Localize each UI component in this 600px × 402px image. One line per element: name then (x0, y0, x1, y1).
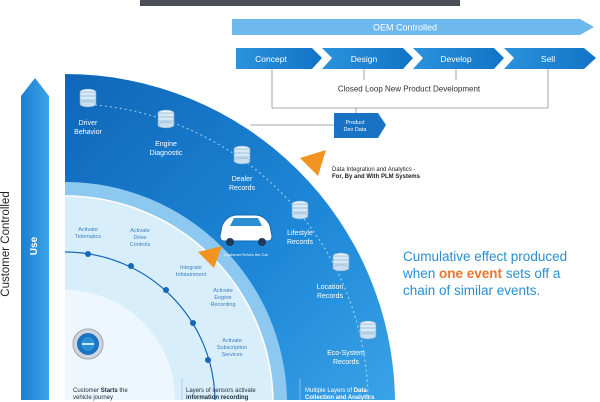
node-location-label1: Location (317, 284, 344, 291)
database-icon-lifestyle (291, 200, 309, 220)
closed-loop-label: Closed Loop New Product Development (338, 85, 481, 94)
product-box-line1: Product (346, 120, 365, 126)
data-integration-line2: For, By and With PLM Systems (332, 174, 420, 180)
data-integration-line1: Data Integration and Analytics - (332, 167, 416, 173)
bottom-note-mid-line1: Layers of sensors activate (186, 388, 256, 394)
start-button-icon[interactable] (72, 328, 104, 360)
sensor-engine-label2: Engine (214, 295, 231, 301)
data-integration-note: Data Integration and Analytics - For, By… (332, 167, 462, 181)
top-header-bar (140, 0, 460, 6)
sensor-infotainment-label2: Infotainment (176, 272, 207, 278)
database-icon-ecosystem (359, 320, 377, 340)
sensor-dot-telematics (85, 251, 91, 257)
stage-develop-arrow (413, 48, 504, 69)
database-icon-location (332, 252, 350, 272)
closed-loop-lines (250, 69, 549, 126)
node-driver-label1: Driver (79, 120, 98, 127)
stage-design-label: Design (351, 54, 378, 64)
outer-data-track (79, 103, 369, 400)
bottom-note-right-line2: Collection and Analytics (305, 395, 375, 401)
node-lifestyle-label2: Records (287, 239, 314, 246)
quarter-circle (64, 74, 395, 400)
oem-banner: OEM Controlled (232, 19, 594, 35)
callout-part2: sets off a chain of similar events. (403, 266, 561, 298)
bottom-note-right-pre: Multiple Layers of (305, 388, 354, 394)
database-icon-engine (157, 109, 175, 129)
bottom-note-mid: Layers of sensors activate information r… (186, 388, 296, 402)
customer-use-arrow (21, 78, 49, 400)
product-box-line2: Dev Data (344, 127, 368, 133)
bottom-note-left-bold: Starts (100, 388, 118, 394)
sensor-dot-engine (190, 320, 196, 326)
stage-concept-label: Concept (255, 54, 287, 64)
bottom-note-left-post: the (117, 388, 128, 394)
oem-label: OEM Controlled (373, 23, 437, 33)
sensor-telematics-label2: Telematics (75, 234, 101, 240)
stage-sell-label: Sell (541, 54, 555, 64)
sensor-dot-infotainment (163, 287, 169, 293)
node-dealer-label1: Dealer (232, 176, 253, 183)
sensor-dot-subscription (205, 357, 211, 363)
node-ecosystem-label1: Eco-System (327, 350, 365, 357)
sensor-infotainment-label1: Integrate (180, 265, 202, 271)
node-engine-label2: Diagnostic (150, 150, 183, 157)
node-location-label2: Records (317, 293, 344, 300)
inner-sensor-track (64, 251, 216, 400)
stage-concept-arrow (236, 48, 322, 69)
stage-sell-arrow (504, 48, 596, 69)
use-label: Use (29, 236, 40, 256)
node-dealer-label2: Records (229, 185, 256, 192)
bottom-note-right: Multiple Layers of Data Collection and A… (305, 388, 400, 402)
callout-part1: Cumulative effect produced when (403, 249, 568, 281)
node-driver-label2: Behavior (74, 129, 102, 136)
database-icon-dealer (233, 145, 251, 165)
bottom-note-right-bold: Data (353, 388, 367, 394)
product-dev-data-box: Product Dev Data (334, 113, 386, 138)
car-icon (219, 214, 273, 246)
process-chevrons: Concept Design Develop Sell (236, 48, 596, 69)
database-icon-driver (79, 88, 97, 108)
car-label: Customer Drives the Car (224, 252, 269, 257)
sensor-dot-drive (128, 263, 134, 269)
bottom-note-left: Customer Starts the vehicle journey (73, 388, 173, 402)
cumulative-effect-callout: Cumulative effect produced when one even… (403, 248, 593, 299)
sensor-subscription-label2: Subscription (217, 345, 247, 351)
stage-develop-label: Develop (440, 54, 471, 64)
callout-highlight: one event (439, 266, 503, 281)
sensor-drive-label1: Activate (130, 228, 150, 234)
sensor-drive-label3: Controls (130, 242, 151, 248)
bottom-note-mid-line2: information recording (186, 395, 249, 401)
triangle-pointer-icon-car (198, 246, 222, 268)
sensor-engine-label3: Recording (210, 302, 235, 308)
node-lifestyle-label1: Lifestyle (287, 230, 313, 237)
stage-design-arrow (322, 48, 413, 69)
bottom-note-left-pre: Customer (73, 388, 101, 394)
sensor-engine-label1: Activate (213, 288, 233, 294)
sensor-subscription-label3: Services (221, 352, 242, 358)
sensor-drive-label2: Drive (134, 235, 147, 241)
customer-controlled-label: Customer Controlled (0, 191, 12, 297)
triangle-pointer-icon-data (300, 150, 326, 176)
sensor-subscription-label1: Activate (222, 338, 242, 344)
node-ecosystem-label2: Records (333, 359, 360, 366)
sensor-telematics-label1: Activate (78, 227, 98, 233)
node-engine-label1: Engine (155, 141, 177, 148)
bottom-note-left-line2: vehicle journey (73, 395, 114, 401)
